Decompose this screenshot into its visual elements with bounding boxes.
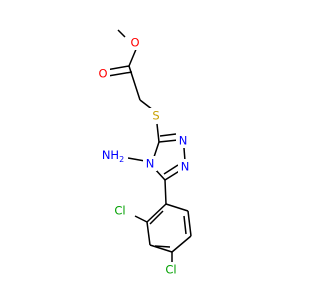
bond-phenyl-c4-c5 (171, 235, 192, 253)
bond-phenyl-c2-c3 (146, 221, 151, 246)
bond-layer (105, 29, 192, 264)
sulfur-label-background (149, 108, 163, 123)
amino-h2-subscript: 2 (119, 155, 124, 164)
bond-phenyl-inner-c (183, 215, 187, 235)
ring-nitrogen-1-label-background (178, 159, 192, 174)
bond-carbonyl-methylene (128, 65, 141, 101)
ring-nitrogen-1-atom: N (178, 159, 192, 174)
bond-phenyl-inner-b (154, 245, 171, 248)
bond-methyl-oxygen (117, 29, 126, 38)
chlorine-para-atom: Cl (159, 262, 183, 277)
sulfur-label: S (152, 109, 159, 123)
bond-phenyl-c6-c1 (165, 203, 189, 212)
ring-nitrogen-2-label: N (179, 134, 188, 148)
ring-nitrogen-1-label: N (181, 160, 190, 174)
ring-nitrogen-4-label-background (143, 156, 157, 171)
sulfur-atom: S (149, 108, 163, 123)
ring-nitrogen-4-label: N (146, 157, 155, 171)
carbonyl-oxygen-atom: O (96, 66, 110, 81)
bond-c2-chlorine (134, 215, 148, 223)
amino-nh-text: NH (102, 148, 119, 162)
chlorine-ortho-label-background (109, 203, 133, 218)
ring-nitrogen-2-atom: N (176, 133, 190, 148)
amino-label-background (104, 147, 128, 165)
ring-nitrogen-4-atom: N (143, 156, 157, 171)
bond-c5-phenyl (164, 179, 167, 205)
bond-c5-n1-double-b (163, 164, 179, 175)
amino-group: NH2 (102, 147, 128, 165)
chlorine-para-label: Cl (165, 263, 176, 277)
bond-phenyl-c1-c2 (146, 203, 167, 223)
carbonyl-oxygen-label-background (96, 66, 110, 81)
bond-sulfur-c3 (156, 123, 160, 143)
chlorine-para-label-background (159, 262, 183, 277)
bond-n2-c3-double-a (158, 139, 179, 143)
bond-n1-n2 (183, 147, 186, 162)
bond-carbonyl-double-b (107, 71, 133, 77)
ester-oxygen-atom: O (128, 35, 142, 50)
carbonyl-oxygen-label: O (98, 67, 107, 81)
chlorine-ortho-label: Cl (114, 204, 125, 218)
bond-n2-c3-double-b (159, 133, 177, 137)
ring-nitrogen-2-label-background (176, 133, 190, 148)
bond-phenyl-c5-c6 (187, 210, 192, 237)
bond-phenyl-inner-a (149, 210, 164, 225)
bond-phenyl-c3-c4 (149, 244, 173, 253)
chlorine-ortho-atom: Cl (109, 203, 133, 218)
ester-oxygen-label: O (130, 36, 139, 50)
ester-oxygen-label-background (128, 35, 142, 50)
atom-label-layer: O O S NH2 N N N (96, 35, 192, 277)
molecule-structure: O O S NH2 N N N (96, 29, 192, 277)
amino-label: NH2 (102, 148, 124, 164)
bond-amino-n4 (127, 157, 146, 162)
bond-oxygen-carbonyl (128, 46, 138, 67)
